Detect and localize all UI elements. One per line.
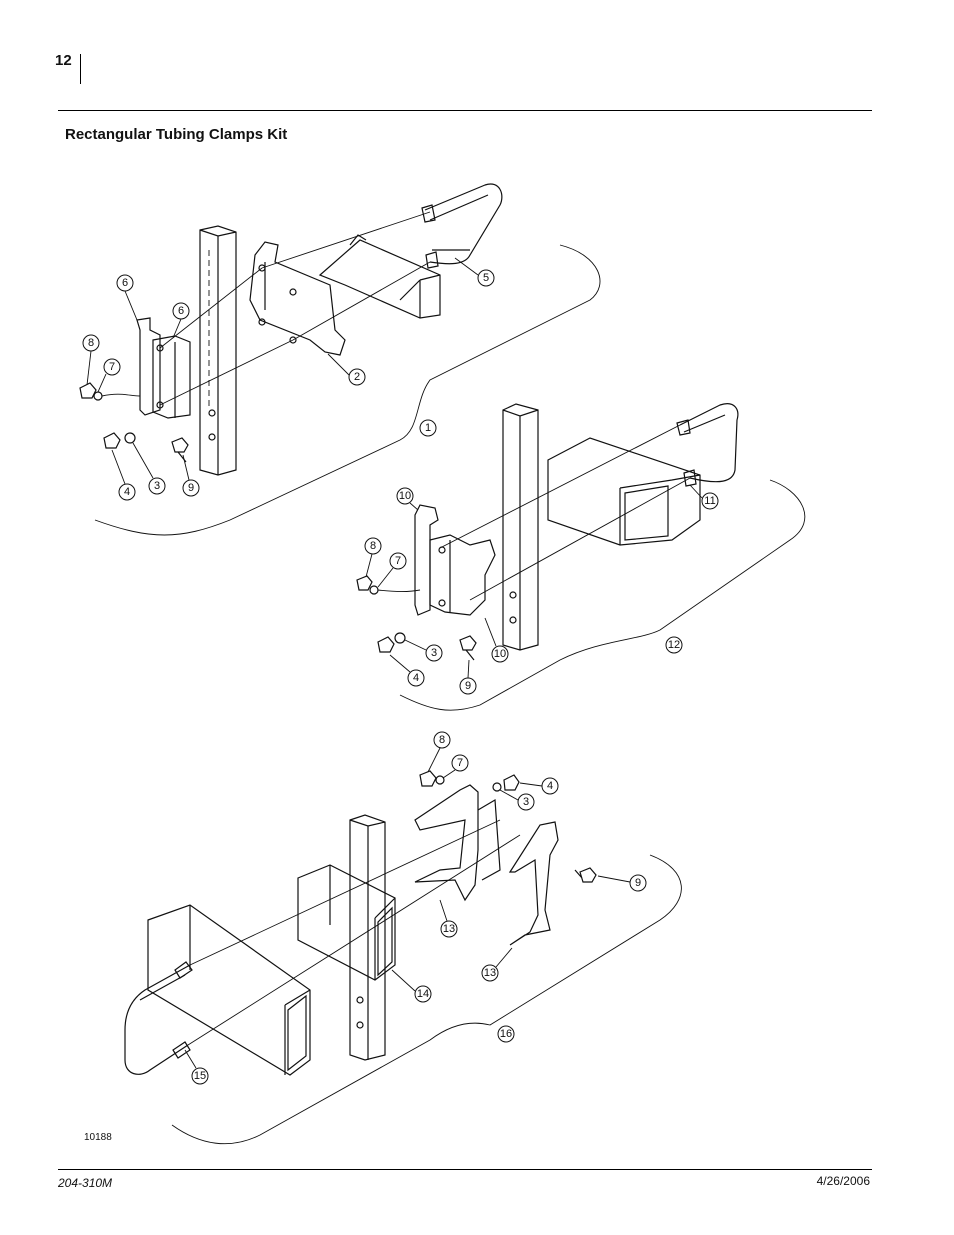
svg-text:9: 9: [465, 680, 471, 692]
callout-13a: 13: [440, 920, 458, 938]
callout-15: 15: [191, 1067, 209, 1085]
svg-text:6: 6: [178, 305, 184, 317]
bolt-b: [459, 635, 477, 661]
svg-text:11: 11: [704, 495, 715, 507]
callout-9c: 9: [629, 874, 647, 892]
svg-text:16: 16: [500, 1028, 512, 1040]
u-bolt-c: [124, 964, 191, 1075]
u-bolt-a: [424, 183, 503, 265]
figure-id: 10188: [84, 1132, 112, 1143]
callout-12: 12: [665, 636, 683, 654]
vertical-bar-c: [349, 814, 386, 1061]
vertical-bar-a: [199, 225, 237, 476]
nut-b-a: [103, 432, 121, 449]
nut-c2: [503, 774, 520, 791]
svg-text:1: 1: [425, 422, 431, 434]
assembly-a: 6 6 8 7 4 3 9 2 5 1: [79, 183, 601, 536]
svg-text:4: 4: [547, 780, 553, 792]
callout-7b: 7: [389, 552, 407, 570]
nut-b: [356, 575, 373, 591]
u-bolt-b: [679, 403, 739, 483]
callout-6b: 6: [172, 302, 190, 320]
callout-10b: 10: [491, 645, 509, 663]
callout-4b: 4: [407, 669, 425, 687]
svg-text:15: 15: [194, 1070, 206, 1082]
nut-b2: [377, 636, 395, 653]
callout-2: 2: [348, 368, 366, 386]
svg-text:3: 3: [154, 480, 160, 492]
break-line-b: [399, 479, 806, 711]
callout-9a: 9: [182, 479, 200, 497]
svg-text:14: 14: [417, 988, 429, 1000]
clamp-c-right: [508, 821, 559, 946]
callout-4c: 4: [541, 777, 559, 795]
callout-3c: 3: [517, 793, 535, 811]
svg-text:9: 9: [635, 877, 641, 889]
square-tube-a: [318, 239, 441, 319]
vertical-bar-b: [502, 403, 539, 651]
callout-16: 16: [497, 1025, 515, 1043]
bottom-rule: [58, 1169, 872, 1170]
page-number: 12: [55, 52, 72, 69]
callout-11: 11: [701, 492, 719, 510]
document-number: 204-310M: [58, 1176, 113, 1190]
callout-9b: 9: [459, 677, 477, 695]
callout-3a: 3: [148, 477, 166, 495]
small-tube-c: [297, 864, 396, 981]
svg-text:3: 3: [523, 796, 529, 808]
svg-text:13: 13: [484, 967, 496, 979]
break-line-a: [94, 244, 601, 536]
svg-text:8: 8: [439, 734, 445, 746]
clamp-plate-front: [152, 335, 191, 419]
clamp-plate-back: [136, 317, 161, 416]
callout-7a: 7: [103, 358, 121, 376]
svg-text:12: 12: [668, 639, 680, 651]
callout-6a: 6: [116, 274, 134, 292]
nut-c: [419, 770, 437, 787]
svg-text:2: 2: [354, 371, 360, 383]
svg-text:5: 5: [483, 272, 489, 284]
callout-13b: 13: [481, 964, 499, 982]
callout-1: 1: [419, 419, 437, 437]
svg-text:13: 13: [443, 923, 455, 935]
clamp-b: [414, 504, 439, 616]
svg-text:3: 3: [431, 647, 437, 659]
top-rule: [58, 110, 872, 111]
callout-8b: 8: [364, 537, 382, 555]
callout-10a: 10: [396, 487, 414, 505]
document-date: 4/26/2006: [816, 1174, 870, 1188]
clamp-b-front: [429, 534, 496, 616]
bolt-a: [171, 437, 189, 463]
assembly-c: 8 7 4 3 9 13 13 14 15 16: [124, 731, 682, 1145]
clamp-c-left: [414, 784, 479, 902]
large-tube-c: [147, 904, 311, 1076]
svg-text:4: 4: [124, 486, 130, 498]
svg-text:7: 7: [109, 361, 115, 373]
bracket-plate: [249, 241, 346, 356]
assembly-b: 10 8 7 3 4 9 10 11 12: [356, 403, 806, 711]
svg-text:6: 6: [122, 277, 128, 289]
svg-text:10: 10: [399, 490, 411, 502]
header-divider: [80, 54, 81, 84]
bolt-c: [574, 867, 597, 883]
page-title: Rectangular Tubing Clamps Kit: [65, 126, 288, 143]
callout-3b: 3: [425, 644, 443, 662]
callout-8c: 8: [433, 731, 451, 749]
break-line-c: [171, 854, 682, 1145]
callout-5: 5: [477, 269, 495, 287]
callout-8a: 8: [82, 334, 100, 352]
svg-text:8: 8: [370, 540, 376, 552]
callout-4a: 4: [118, 483, 136, 501]
callout-14: 14: [414, 985, 432, 1003]
svg-text:9: 9: [188, 482, 194, 494]
svg-text:8: 8: [88, 337, 94, 349]
svg-text:7: 7: [395, 555, 401, 567]
svg-text:4: 4: [413, 672, 419, 684]
svg-text:10: 10: [494, 648, 506, 660]
square-tube-b: [547, 437, 701, 546]
callout-7c: 7: [451, 754, 469, 772]
svg-text:7: 7: [457, 757, 463, 769]
